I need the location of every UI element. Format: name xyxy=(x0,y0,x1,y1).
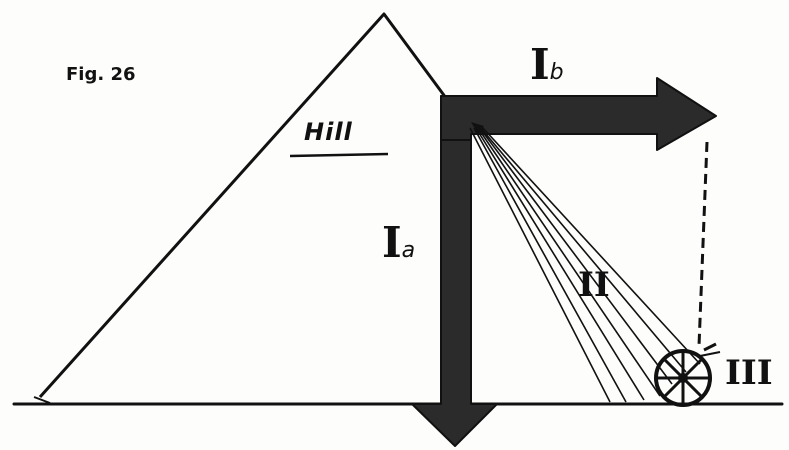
label-ia-numeral: I xyxy=(382,218,402,267)
label-horizontal-component: Ib xyxy=(530,44,564,86)
label-trajectory-fan: II xyxy=(578,268,610,302)
figure-number-label: Fig. 26 xyxy=(66,66,136,84)
label-wheel: III xyxy=(725,356,773,390)
hill-base-tick xyxy=(34,397,50,403)
vertical-force-arrow xyxy=(412,96,497,446)
label-ib-suffix: b xyxy=(550,60,564,85)
hill-label-underline xyxy=(290,154,388,156)
label-ib-numeral: I xyxy=(530,40,550,89)
label-ia-suffix: a xyxy=(402,238,415,263)
label-ii-text: II xyxy=(578,265,610,305)
label-iii-text: III xyxy=(725,353,773,393)
hill-label: Hill xyxy=(304,120,353,144)
dashed-drop-line xyxy=(699,142,707,346)
label-vertical-component: Ia xyxy=(382,222,415,264)
